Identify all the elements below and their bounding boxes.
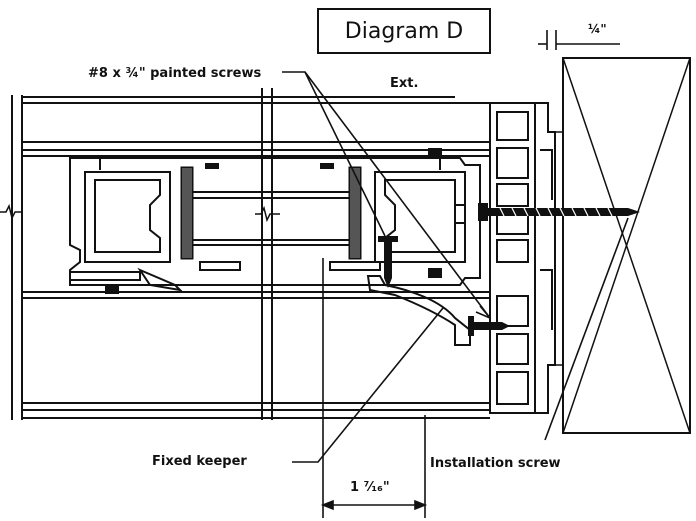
leaders	[282, 30, 629, 518]
screws-label: #8 x ¾" painted screws	[88, 66, 262, 81]
painted-screws	[378, 236, 510, 336]
exterior-label: Ext.	[390, 76, 419, 91]
fixed-keeper	[137, 267, 471, 346]
weatherstrips	[105, 148, 442, 294]
fixed-keeper-label: Fixed keeper	[152, 454, 247, 469]
sash-profile	[69, 157, 481, 286]
installation-screw	[478, 203, 640, 221]
width-dimension-label: 1 ⁷⁄₁₆"	[350, 480, 390, 495]
break-lines	[0, 203, 280, 223]
gap-dimension-label: ¼"	[588, 22, 607, 36]
frame-rails	[11, 88, 490, 420]
outer-frame	[489, 102, 563, 414]
rough-opening-box	[562, 57, 691, 434]
diagram-title: Diagram D	[317, 8, 491, 54]
installation-screw-label: Installation screw	[430, 456, 561, 471]
